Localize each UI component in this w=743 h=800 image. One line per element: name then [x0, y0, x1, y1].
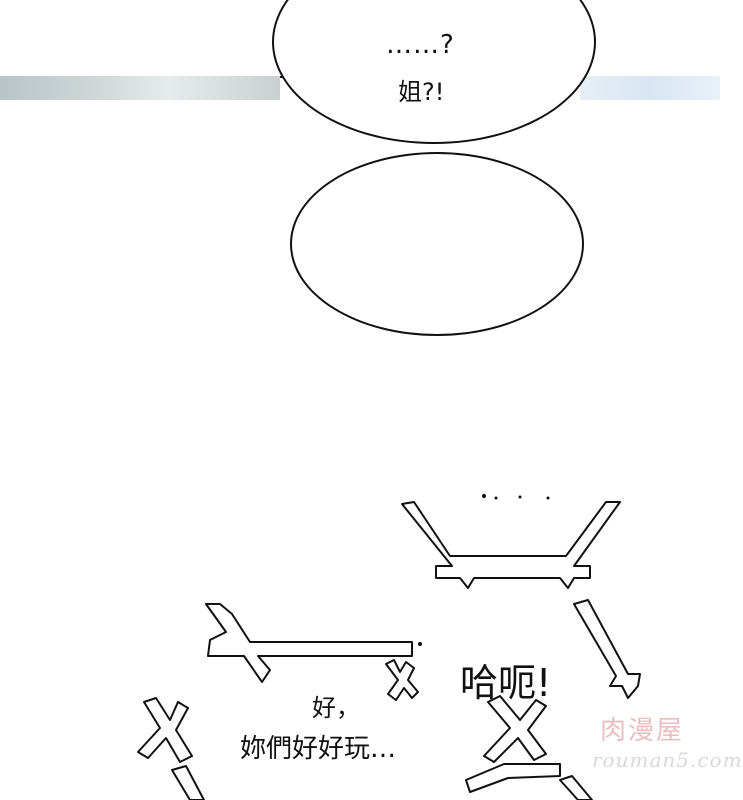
narration-text-ok: 好，	[312, 694, 360, 722]
watermark-title: 肉漫屋	[600, 716, 685, 746]
bubble-text-ellipsis: ……?	[386, 30, 455, 60]
bubble-text-sister: 姐?!	[398, 78, 445, 106]
sfx-bracket-lower	[465, 763, 561, 793]
speech-bubble-second	[290, 152, 584, 336]
scene-left-image	[0, 76, 280, 100]
sfx-stroke-right	[573, 599, 641, 699]
second-bubble-region	[0, 140, 720, 336]
sfx-dots	[418, 494, 550, 646]
sfx-text-gasp: 哈呃!	[460, 661, 552, 705]
sfx-x-center	[483, 695, 547, 763]
site-watermark: 肉漫屋 rouman5.com	[592, 710, 742, 780]
sfx-bracket-top	[401, 501, 621, 589]
sfx-bracket-left	[205, 603, 413, 683]
scene-right-image	[580, 76, 720, 100]
sfx-stroke-lower-right	[559, 775, 593, 800]
sfx-emphasis-marks	[137, 494, 641, 800]
narration-text-have-fun: 妳們好好玩…	[240, 734, 397, 764]
sfx-stroke-lower-left	[171, 765, 205, 800]
sfx-x-left	[137, 697, 193, 763]
sfx-small-x	[385, 659, 419, 701]
watermark-url: rouman5.com	[592, 748, 743, 772]
